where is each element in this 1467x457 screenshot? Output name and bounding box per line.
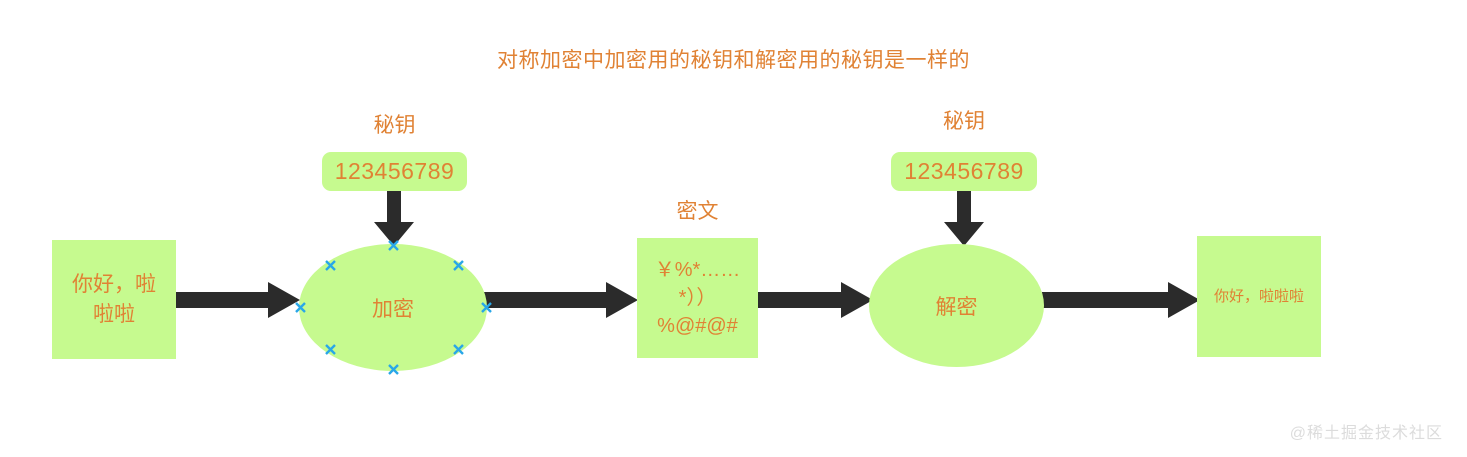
- ciphertext-box[interactable]: ￥%*…… *）） %@#@#: [637, 238, 758, 358]
- decrypt-label: 解密: [935, 295, 978, 319]
- arrow-plaintext-to-encrypt: [176, 282, 300, 318]
- selection-handle-nw[interactable]: [324, 259, 337, 272]
- plaintext-output-text: 你好，啦啦啦: [1213, 287, 1304, 305]
- diagram-title: 对称加密中加密用的秘钥和解密用的秘钥是一样的: [497, 49, 970, 72]
- key-left-box[interactable]: 123456789: [322, 152, 467, 191]
- selection-handle-s[interactable]: [387, 363, 400, 376]
- plaintext-input-line2: 啦啦: [93, 302, 135, 326]
- selection-handle-sw[interactable]: [324, 343, 337, 356]
- selection-handle-w[interactable]: [294, 301, 307, 314]
- ciphertext-line3: %@#@#: [657, 315, 738, 337]
- arrow-decrypt-to-plaintext: [1042, 282, 1200, 318]
- selection-handle-ne[interactable]: [452, 259, 465, 272]
- plaintext-output-box[interactable]: 你好，啦啦啦: [1197, 236, 1321, 357]
- ciphertext-text: ￥%*…… *）） %@#@#: [655, 256, 741, 340]
- key-left-caption: 秘钥: [373, 114, 416, 137]
- ciphertext-line1: ￥%*……: [654, 259, 741, 281]
- ciphertext-line2: *））: [678, 287, 717, 309]
- plaintext-input-line1: 你好，啦: [72, 272, 156, 296]
- key-right-box[interactable]: 123456789: [891, 152, 1037, 191]
- ciphertext-caption: 密文: [676, 200, 719, 223]
- plaintext-input-text: 你好，啦 啦啦: [72, 270, 156, 330]
- selection-handle-n[interactable]: [387, 239, 400, 252]
- selection-handle-e[interactable]: [480, 301, 493, 314]
- arrow-key-to-encrypt: [374, 190, 414, 246]
- arrow-ciphertext-to-decrypt: [758, 282, 873, 318]
- watermark: @稀土掘金技术社区: [1289, 425, 1443, 442]
- key-right-value: 123456789: [904, 158, 1024, 184]
- plaintext-input-box[interactable]: 你好，啦 啦啦: [52, 240, 176, 359]
- encrypt-label: 加密: [372, 297, 414, 321]
- key-left-value: 123456789: [334, 158, 455, 184]
- selection-handle-se[interactable]: [452, 343, 465, 356]
- arrow-encrypt-to-ciphertext: [484, 282, 638, 318]
- key-right-caption: 秘钥: [943, 110, 985, 133]
- decrypt-ellipse[interactable]: 解密: [869, 244, 1044, 367]
- arrow-key-to-decrypt: [944, 190, 984, 246]
